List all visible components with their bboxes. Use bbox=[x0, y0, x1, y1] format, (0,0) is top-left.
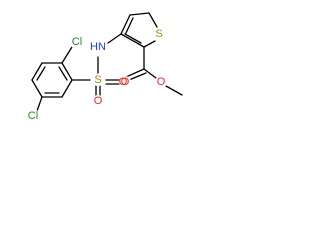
bond bbox=[129, 12, 150, 16]
amine-hn-label: HN bbox=[90, 41, 106, 53]
sulfonyl-sulfur-atom: S bbox=[94, 74, 101, 86]
bond bbox=[120, 14, 131, 35]
bond bbox=[31, 62, 43, 81]
bond bbox=[107, 33, 122, 44]
carbonyl-oxygen-atom: O bbox=[119, 76, 128, 88]
bond bbox=[124, 33, 142, 44]
atom-background bbox=[26, 109, 40, 123]
bond bbox=[165, 85, 183, 96]
atom-background bbox=[92, 74, 104, 86]
chlorine-atom-top: Cl bbox=[72, 36, 82, 48]
ester-oxygen-atom: O bbox=[157, 76, 166, 88]
atom-background bbox=[119, 76, 131, 88]
bond bbox=[143, 68, 157, 79]
bond bbox=[36, 66, 46, 81]
bond bbox=[148, 12, 158, 28]
bond bbox=[128, 72, 147, 81]
sulfonyl-oxygen-right: O bbox=[121, 76, 130, 88]
atom-background bbox=[155, 76, 167, 88]
bond bbox=[143, 40, 156, 48]
bond bbox=[125, 17, 134, 34]
atom-background bbox=[153, 28, 165, 40]
chlorine-atom-bottom: Cl bbox=[28, 110, 38, 122]
bond bbox=[120, 33, 145, 48]
atom-background bbox=[70, 35, 84, 49]
bond bbox=[61, 79, 73, 98]
atom-background bbox=[92, 95, 104, 107]
bond bbox=[36, 96, 43, 112]
atom-background bbox=[90, 39, 106, 55]
bond bbox=[61, 62, 73, 81]
chemical-structure: Cl Cl S HN S O O O O bbox=[26, 12, 183, 123]
bond bbox=[58, 66, 68, 81]
atom-label-layer: Cl Cl S HN S O O O O bbox=[26, 28, 167, 123]
bond bbox=[31, 79, 43, 98]
sulfonyl-oxygen-left: O bbox=[94, 95, 103, 107]
bond bbox=[61, 46, 73, 64]
thiophene-sulfur-atom: S bbox=[155, 28, 162, 40]
bond-layer bbox=[31, 12, 183, 112]
bond bbox=[125, 68, 145, 78]
